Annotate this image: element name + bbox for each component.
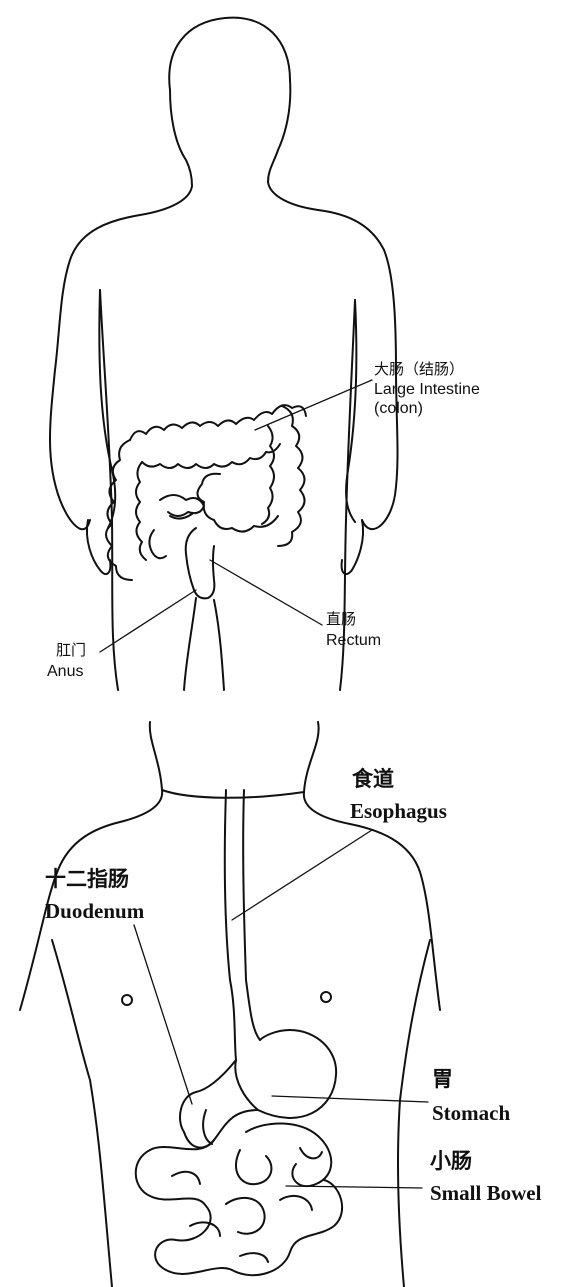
label-stomach-en: Stomach [432, 1102, 510, 1124]
leader-esophagus [232, 830, 372, 920]
label-small-bowel-zh: 小肠 [430, 1150, 472, 1172]
label-esophagus-en: Esophagus [350, 800, 447, 822]
label-rectum-zh: 直肠 [326, 612, 356, 628]
label-esophagus-zh: 食道 [352, 768, 394, 790]
leader-stomach [272, 1096, 428, 1102]
colon-illustration [106, 405, 306, 598]
label-anus-zh: 肛门 [56, 643, 86, 659]
leader-lines-bottom [134, 830, 428, 1188]
upper-gi-illustration [136, 790, 342, 1275]
label-duodenum-en: Duodenum [45, 900, 144, 922]
label-stomach-zh: 胃 [432, 1068, 453, 1090]
label-anus-en: Anus [47, 664, 83, 681]
leader-rectum [210, 560, 322, 625]
label-large-intestine-en: Large Intestine [374, 382, 480, 399]
label-small-bowel-en: Small Bowel [430, 1182, 541, 1204]
leader-duodenum [134, 925, 192, 1104]
label-rectum-en: Rectum [326, 633, 381, 650]
body-outline-top [50, 18, 398, 690]
leader-anus [100, 590, 196, 652]
label-colon-en: (colon) [374, 401, 423, 418]
label-large-intestine-zh: 大肠（结肠） [374, 362, 464, 378]
label-duodenum-zh: 十二指肠 [45, 868, 129, 890]
